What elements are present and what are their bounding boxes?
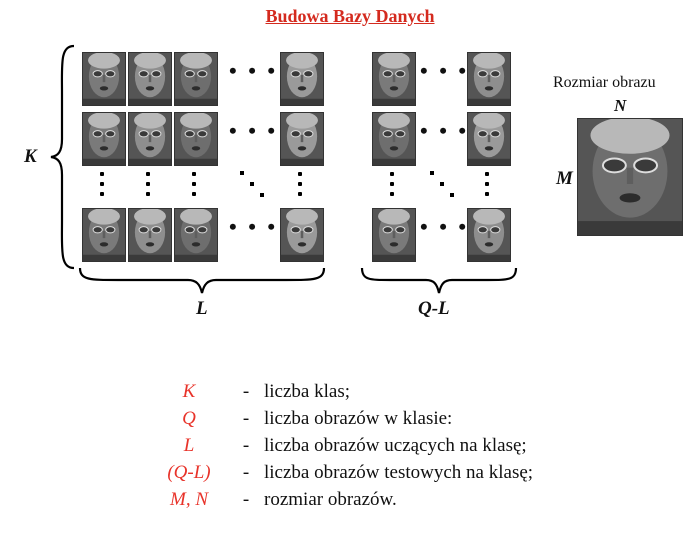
- face-thumb: [372, 208, 416, 262]
- legend-dash: -: [242, 407, 250, 429]
- label-L: L: [196, 298, 208, 319]
- vertical-ellipsis: [298, 172, 304, 202]
- horizontal-ellipsis: • • •: [229, 214, 279, 239]
- legend-symbol: (Q-L): [167, 461, 211, 483]
- legend-symbol: K: [182, 380, 196, 402]
- label-K: K: [24, 146, 37, 167]
- horizontal-ellipsis: • • •: [229, 118, 279, 143]
- legend-dash: -: [242, 461, 250, 483]
- face-thumb: [280, 208, 324, 262]
- legend-dash: -: [242, 434, 250, 456]
- face-thumb: [82, 208, 126, 262]
- legend-description: liczba obrazów w klasie:: [264, 407, 453, 429]
- face-thumb: [467, 52, 511, 106]
- legend-row: M, N -rozmiar obrazów.: [150, 486, 533, 513]
- face-thumb: [174, 112, 218, 166]
- horizontal-ellipsis: • • •: [229, 58, 279, 83]
- legend-symbol: Q: [182, 407, 196, 429]
- legend-description: liczba klas;: [264, 380, 350, 402]
- legend-description: rozmiar obrazów.: [264, 488, 397, 510]
- bottom-brace-QL: [360, 267, 518, 294]
- diagonal-ellipsis: [430, 171, 454, 197]
- legend-row: (Q-L) -liczba obrazów testowych na klasę;: [150, 459, 533, 486]
- label-N: N: [614, 96, 627, 115]
- face-thumb: [280, 52, 324, 106]
- face-thumb: [82, 52, 126, 106]
- face-thumb: [280, 112, 324, 166]
- face-thumb: [128, 112, 172, 166]
- label-Q-L: Q-L: [418, 298, 450, 319]
- legend: K-liczba klas;Q-liczba obrazów w klasie:…: [150, 378, 533, 513]
- legend-dash: -: [242, 488, 250, 510]
- legend-description: liczba obrazów testowych na klasę;: [264, 461, 534, 483]
- legend-symbol: L: [183, 434, 195, 456]
- face-thumb: [467, 112, 511, 166]
- face-large: [577, 118, 683, 236]
- horizontal-ellipsis: • • •: [420, 58, 470, 83]
- legend-dash: -: [242, 380, 250, 402]
- face-thumb: [372, 112, 416, 166]
- face-thumb: [372, 52, 416, 106]
- face-thumb: [128, 208, 172, 262]
- horizontal-ellipsis: • • •: [420, 118, 470, 143]
- face-thumb: [174, 208, 218, 262]
- vertical-ellipsis: [146, 172, 152, 202]
- vertical-ellipsis: [485, 172, 491, 202]
- legend-symbol: M, N: [170, 488, 208, 510]
- horizontal-ellipsis: • • •: [420, 214, 470, 239]
- left-brace: [50, 44, 75, 270]
- vertical-ellipsis: [192, 172, 198, 202]
- image-size-caption: Rozmiar obrazu: [553, 74, 656, 91]
- legend-row: L -liczba obrazów uczących na klasę;: [150, 432, 533, 459]
- vertical-ellipsis: [390, 172, 396, 202]
- face-thumb: [128, 52, 172, 106]
- face-thumb: [82, 112, 126, 166]
- legend-row: K -liczba klas;: [150, 378, 533, 405]
- legend-description: liczba obrazów uczących na klasę;: [264, 434, 527, 456]
- page-title: Budowa Bazy Danych: [265, 6, 435, 26]
- face-thumb: [467, 208, 511, 262]
- legend-row: Q -liczba obrazów w klasie:: [150, 405, 533, 432]
- face-thumb: [174, 52, 218, 106]
- vertical-ellipsis: [100, 172, 106, 202]
- label-M: M: [556, 168, 573, 189]
- diagonal-ellipsis: [240, 171, 264, 197]
- bottom-brace-L: [78, 267, 326, 294]
